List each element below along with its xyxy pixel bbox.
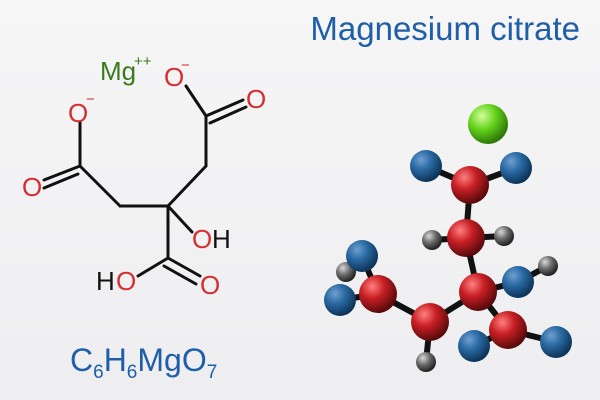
formula-c: C [70, 342, 94, 378]
oxygen-atom [458, 330, 490, 362]
hydrogen-atom [422, 230, 442, 250]
minus-sign: − [86, 91, 95, 108]
bond [166, 164, 208, 208]
bond [166, 204, 194, 234]
formula-h-count: 6 [126, 362, 138, 383]
carbon-atom [359, 275, 397, 313]
formula-mg: Mg [137, 342, 182, 378]
mg-charge: ++ [134, 53, 152, 70]
formula-o-count: 7 [206, 362, 218, 383]
oxygen-label: O [116, 266, 136, 296]
bond [204, 98, 245, 118]
carbon-atom [411, 303, 449, 341]
carbon-atom [451, 166, 489, 204]
oxygen-atom [540, 326, 572, 358]
mg-label: Mg [100, 56, 136, 86]
hydrogen-atom [538, 256, 558, 276]
carbon-atom [447, 219, 485, 257]
oxygen-atom [346, 240, 378, 272]
bond [184, 84, 208, 118]
minus-sign: − [181, 57, 190, 74]
molecular-formula: C6H6MgO7 [70, 342, 217, 384]
bond [166, 256, 202, 278]
bond [42, 172, 80, 190]
hydrogen-label: H [212, 224, 231, 254]
formula-c-count: 6 [93, 362, 104, 383]
bond [42, 164, 82, 182]
oxygen-label: O [22, 172, 42, 202]
oxygen-atom [410, 150, 442, 182]
oxygen-label: O [164, 62, 184, 92]
oxygen-label: O [192, 224, 212, 254]
hydrogen-atom [416, 352, 436, 372]
carbon-atom [459, 273, 497, 311]
hydrogen-atom [494, 226, 514, 246]
hydrogen-label: H [96, 266, 115, 296]
oxygen-label: O [246, 84, 266, 114]
oxygen-atom [502, 266, 534, 298]
bond [78, 164, 122, 208]
title: Magnesium citrate [310, 10, 580, 47]
oxygen-label: O [68, 98, 88, 128]
carbon-atom [489, 311, 527, 349]
oxygen-atom [500, 152, 532, 184]
bond [162, 264, 198, 286]
bond [208, 105, 248, 125]
formula-h: H [103, 342, 127, 378]
oxygen-atom [324, 284, 356, 316]
magnesium-atom [468, 104, 508, 144]
formula-o: O [181, 342, 207, 378]
bond [136, 256, 170, 278]
oxygen-label: O [200, 270, 220, 300]
